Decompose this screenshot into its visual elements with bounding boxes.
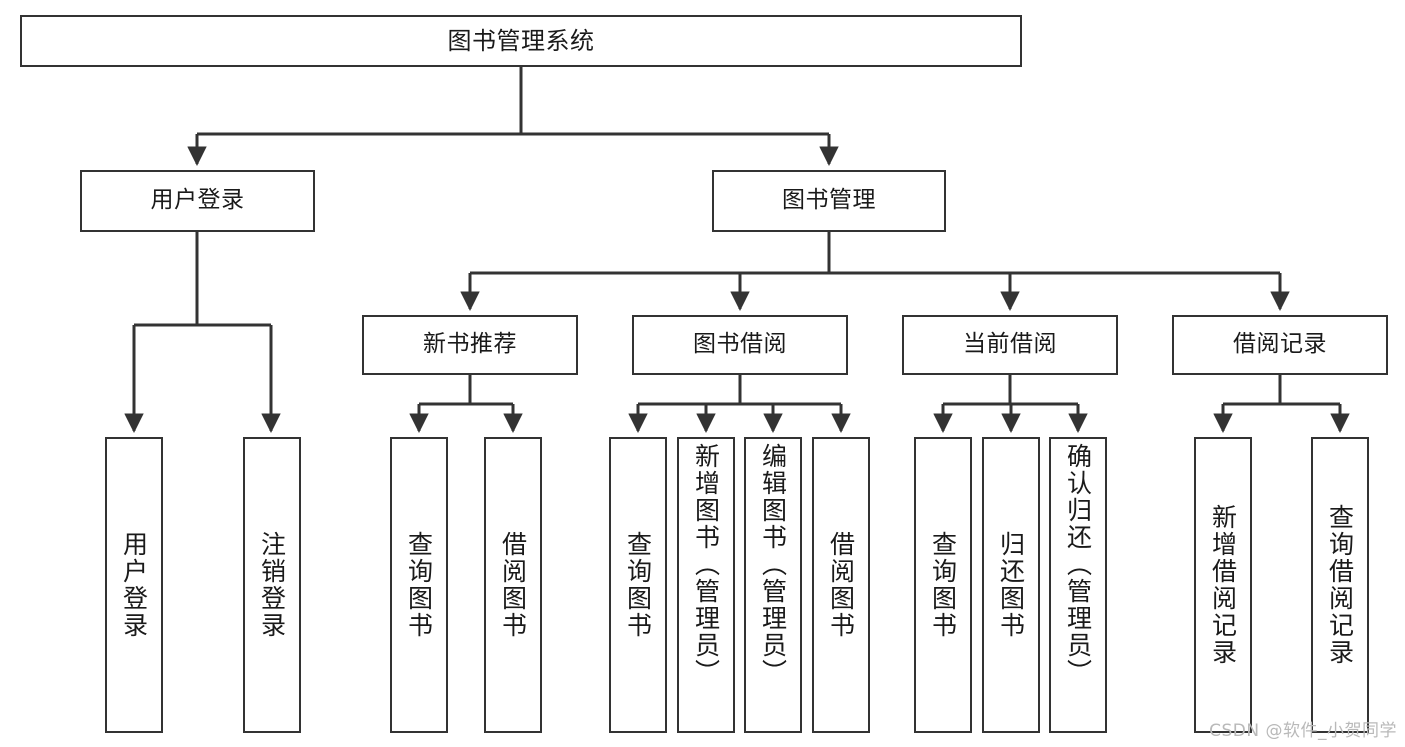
leaf-current-borrow-confirm-return[interactable]: 确认归还（管理员） <box>1049 437 1107 733</box>
leaf-user-login-logout[interactable]: 注销登录 <box>243 437 301 733</box>
node-label: 注销登录 <box>257 531 287 639</box>
node-root-book-management-system[interactable]: 图书管理系统 <box>20 15 1022 67</box>
node-label: 新增图书（管理员） <box>691 443 721 686</box>
leaf-user-login-login[interactable]: 用户登录 <box>105 437 163 733</box>
node-label: 当前借阅 <box>963 331 1057 358</box>
node-label: 归还图书 <box>996 531 1026 639</box>
node-label: 图书管理系统 <box>447 26 595 55</box>
leaf-book-borrow-query[interactable]: 查询图书 <box>609 437 667 733</box>
leaf-book-borrow-edit[interactable]: 编辑图书（管理员） <box>744 437 802 733</box>
leaf-current-borrow-query[interactable]: 查询图书 <box>914 437 972 733</box>
node-label: 借阅图书 <box>498 531 528 639</box>
leaf-current-borrow-return[interactable]: 归还图书 <box>982 437 1040 733</box>
node-label: 借阅记录 <box>1233 331 1327 358</box>
node-label: 图书借阅 <box>693 331 787 358</box>
node-user-login[interactable]: 用户登录 <box>80 170 315 232</box>
node-label: 编辑图书（管理员） <box>758 443 788 686</box>
leaf-book-borrow-add[interactable]: 新增图书（管理员） <box>677 437 735 733</box>
node-label: 确认归还（管理员） <box>1063 443 1093 686</box>
node-label: 用户登录 <box>150 187 245 214</box>
leaf-new-book-borrow[interactable]: 借阅图书 <box>484 437 542 733</box>
node-book-borrow[interactable]: 图书借阅 <box>632 315 848 375</box>
node-book-management[interactable]: 图书管理 <box>712 170 946 232</box>
node-label: 图书管理 <box>782 187 876 214</box>
node-borrow-record[interactable]: 借阅记录 <box>1172 315 1388 375</box>
leaf-borrow-record-query[interactable]: 查询借阅记录 <box>1311 437 1369 733</box>
leaf-new-book-query[interactable]: 查询图书 <box>390 437 448 733</box>
node-label: 查询图书 <box>623 531 653 639</box>
node-label: 新增借阅记录 <box>1208 504 1238 666</box>
node-new-book-recommend[interactable]: 新书推荐 <box>362 315 578 375</box>
leaf-borrow-record-add[interactable]: 新增借阅记录 <box>1194 437 1252 733</box>
csdn-watermark: CSDN @软件_小贺同学 <box>1209 721 1397 741</box>
node-label: 借阅图书 <box>826 531 856 639</box>
node-label: 查询图书 <box>404 531 434 639</box>
node-current-borrow[interactable]: 当前借阅 <box>902 315 1118 375</box>
node-label: 查询图书 <box>928 531 958 639</box>
leaf-book-borrow-borrow[interactable]: 借阅图书 <box>812 437 870 733</box>
node-label: 新书推荐 <box>423 331 517 358</box>
node-label: 查询借阅记录 <box>1325 504 1355 666</box>
node-label: 用户登录 <box>119 531 149 639</box>
